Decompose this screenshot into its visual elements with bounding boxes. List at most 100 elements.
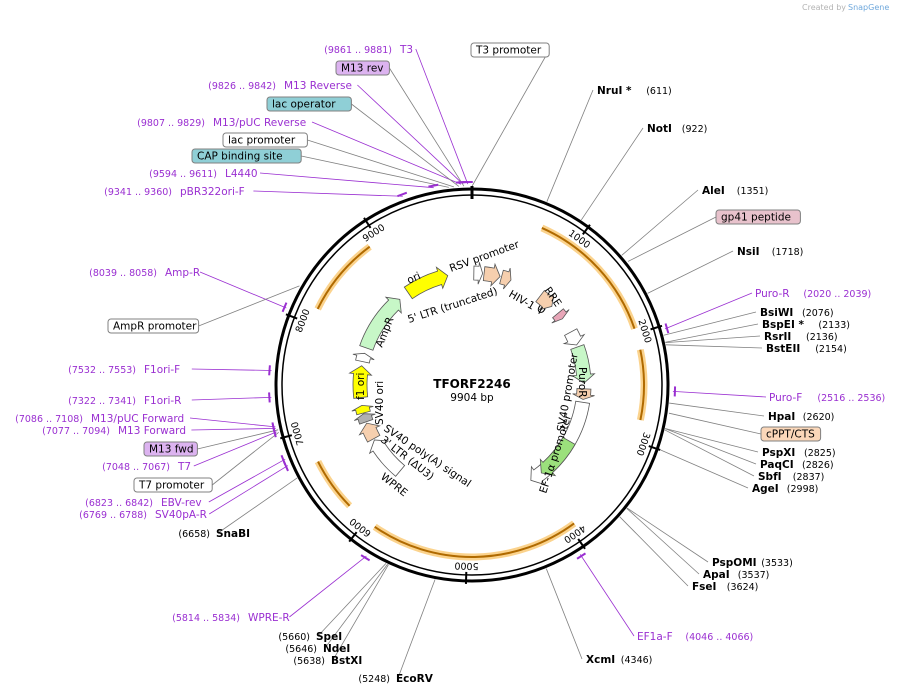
primer-leader-t3 — [415, 48, 469, 185]
primer-leader-pbr322ori-f — [253, 190, 403, 197]
tick-label-6000: 6000 — [348, 515, 374, 539]
primer-name-amp-r: Amp-R — [165, 267, 200, 279]
tick-9000 — [363, 217, 372, 229]
site-leader-noti — [580, 127, 644, 221]
primer-pos-m13-puc-reverse: (9807 .. 9829) — [137, 118, 205, 129]
site-name-fsei: FseI — [692, 581, 716, 593]
primer-name-puro-f: Puro-F — [769, 392, 802, 404]
primer-pos-amp-r: (8039 .. 8058) — [89, 268, 157, 279]
tick-3000 — [648, 445, 661, 451]
primer-mark-t7 — [272, 427, 277, 438]
site-leader-nsii — [647, 250, 734, 294]
site-pos-nrui: (611) — [646, 86, 672, 97]
feature-5-ltr-truncated — [482, 262, 501, 287]
box-label-ampr-promoter: AmpR promoter — [113, 321, 197, 333]
box-m13-rev — [335, 60, 390, 76]
box-leader-m13-rev — [389, 67, 465, 187]
primer-pos-ef1a-f: (4046 .. 4066) — [685, 632, 753, 643]
feature-sv40-ori — [352, 352, 375, 364]
primer-pos-t7: (7048 .. 7067) — [102, 462, 170, 473]
feature-sv40-poly-a-signal — [354, 413, 376, 425]
site-leader-ndei — [324, 563, 388, 649]
box-leader-t7-promoter — [211, 431, 279, 486]
primer-pos-m13-puc-forward: (7086 .. 7108) — [15, 414, 83, 425]
primer-name-pbr322ori-f: pBR322ori-F — [180, 186, 245, 198]
primer-mark-f1ori-r — [268, 392, 271, 403]
feature-wpre — [368, 439, 406, 477]
feature-f1-ori — [348, 365, 373, 399]
feature-ampr — [359, 296, 402, 351]
primer-pos-pbr322ori-f: (9341 .. 9360) — [104, 187, 172, 198]
feature-label-sv40-ori: SV40 ori — [374, 381, 386, 425]
primer-name-ebv-rev: EBV-rev — [161, 497, 202, 509]
feature-label-f1-ori: f1 ori — [355, 373, 367, 400]
site-pos-rsrii: (2136) — [806, 332, 838, 343]
primer-name-m13-puc-reverse: M13/pUC Reverse — [213, 117, 306, 129]
primer-name-f1ori-r: F1ori-R — [144, 395, 181, 407]
site-pos-pspxi: (2825) — [804, 448, 836, 459]
tick-1000 — [582, 224, 591, 235]
tick-8000 — [285, 313, 298, 320]
site-name-ndei: NdeI — [323, 643, 350, 655]
site-leader-bstxi — [332, 564, 389, 661]
site-name-alei: AleI — [702, 185, 725, 197]
site-name-agei: AgeI — [752, 483, 779, 495]
primer-name-puro-r: Puro-R — [755, 288, 790, 300]
primer-name-m13-reverse: M13 Reverse — [284, 80, 352, 92]
primer-pos-puro-f: (2516 .. 2536) — [817, 393, 885, 404]
primer-mark-l4440 — [428, 183, 439, 188]
box-t7-promoter — [133, 477, 213, 493]
primer-mark-puro-r — [664, 323, 670, 334]
site-pos-spei: (5660) — [278, 632, 310, 643]
feature-rsv-promoter — [473, 262, 484, 285]
primer-labels: T3(9861 .. 9881)M13 Reverse(9826 .. 9842… — [15, 44, 885, 643]
primer-leader-ebv-rev — [208, 458, 286, 503]
site-leader-spei — [317, 563, 387, 637]
primer-name-m13-puc-forward: M13/pUC Forward — [91, 413, 184, 425]
box-leader-lac-promoter — [307, 139, 454, 188]
primer-leader-t7 — [193, 431, 277, 467]
site-name-paqci: PaqCI — [760, 459, 794, 471]
site-leader-paqci — [664, 428, 757, 465]
site-name-hpai: HpaI — [768, 411, 795, 423]
primer-leader-l4440 — [259, 172, 434, 189]
tick-7000 — [280, 434, 293, 440]
site-pos-apai: (3537) — [738, 570, 770, 581]
site-leader-bsiwi — [663, 311, 757, 336]
box-ampr-promoter — [107, 318, 200, 334]
credit-brand: SnapGene — [848, 3, 889, 12]
orf-halo-3 — [314, 459, 353, 509]
box-label-m13-rev: M13 rev — [341, 63, 384, 75]
box-leader-lac-operator — [351, 103, 460, 187]
primer-name-sv40pa-r: SV40pA-R — [155, 509, 207, 521]
site-pos-bspei: (2133) — [818, 320, 850, 331]
primer-leader-puro-r — [664, 292, 753, 330]
site-leader-alei — [621, 189, 699, 256]
box-leader-cppt-cts — [668, 412, 762, 435]
site-leader-snabi — [217, 477, 298, 534]
site-pos-alei: (1351) — [737, 186, 769, 197]
site-pos-bsteii: (2154) — [815, 344, 847, 355]
primer-mark-ef1a-f — [576, 552, 587, 560]
primer-pos-m13-forward: (7077 .. 7094) — [42, 426, 110, 437]
primer-leader-puro-f — [672, 390, 767, 398]
primer-name-t3: T3 — [399, 44, 413, 56]
site-name-nrui: NruI * — [597, 85, 632, 97]
feature-sv40-promoter — [572, 388, 595, 400]
site-pos-pspomi: (3533) — [761, 558, 793, 569]
primer-name-l4440: L4440 — [225, 168, 258, 180]
primer-pos-f1ori-r: (7322 .. 7341) — [68, 396, 136, 407]
site-pos-fsei: (3624) — [727, 582, 759, 593]
orf-arc-3 — [317, 461, 351, 507]
primer-pos-m13-reverse: (9826 .. 9842) — [208, 81, 276, 92]
feature-label-puror: PuroR — [576, 367, 588, 398]
site-leader-agei — [659, 449, 749, 489]
site-name-nsii: NsiI — [737, 246, 760, 258]
feature-puror — [562, 328, 586, 346]
tick-2000 — [650, 324, 663, 331]
primer-marks — [268, 180, 677, 562]
feature-3-ltr-u3 — [358, 422, 381, 443]
